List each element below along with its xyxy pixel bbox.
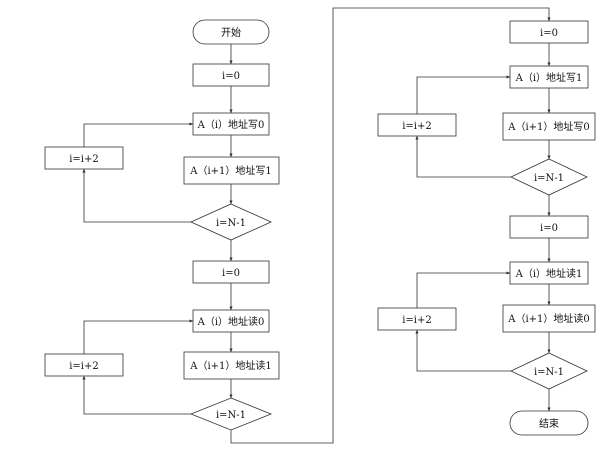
write-a-i-1-box: A（i）地址写1 <box>509 65 589 89</box>
decision-label-2: i=N-1 <box>216 410 246 421</box>
read-a-i-1-label: A（i）地址读1 <box>515 267 583 280</box>
init-box-1: i=0 <box>192 63 270 87</box>
increment-box-3: i=i+2 <box>377 113 457 137</box>
decision-label-1: i=N-1 <box>216 218 246 229</box>
init-label-3: i=0 <box>540 28 558 39</box>
init-label-2: i=0 <box>222 268 240 279</box>
end-node: 结束 <box>509 410 589 436</box>
start-label: 开始 <box>221 26 241 39</box>
increment-label-4: i=i+2 <box>402 315 432 326</box>
read-a-i1-0-label: A（i+1）地址读0 <box>507 312 590 325</box>
start-node: 开始 <box>192 19 270 45</box>
read-a-i1-1-box: A（i+1）地址读1 <box>183 351 280 380</box>
read-a-i-1-box: A（i）地址读1 <box>509 261 589 285</box>
decision-diamond-2: i=N-1 <box>189 397 273 431</box>
decision-diamond-3: i=N-1 <box>510 158 588 196</box>
init-box-4: i=0 <box>509 215 589 239</box>
read-a-i-0-box: A（i）地址读0 <box>192 309 270 333</box>
init-label-1: i=0 <box>222 71 240 82</box>
decision-diamond-4: i=N-1 <box>510 352 588 390</box>
write-a-i-0-box: A（i）地址写0 <box>192 112 270 136</box>
increment-box-4: i=i+2 <box>377 307 457 331</box>
increment-label-1: i=i+2 <box>69 154 99 165</box>
write-a-i1-1-box: A（i+1）地址写1 <box>183 156 280 185</box>
init-box-3: i=0 <box>509 20 589 44</box>
decision-label-4: i=N-1 <box>534 367 564 378</box>
decision-diamond-1: i=N-1 <box>190 203 272 241</box>
write-a-i1-0-label: A（i+1）地址写0 <box>507 120 590 133</box>
init-label-4: i=0 <box>540 223 558 234</box>
write-a-i1-0-box: A（i+1）地址写0 <box>502 112 596 141</box>
write-a-i-0-label: A（i）地址写0 <box>197 118 265 131</box>
increment-box-2: i=i+2 <box>44 353 124 377</box>
left-column-connectors <box>82 7 551 444</box>
decision-label-3: i=N-1 <box>534 173 564 184</box>
increment-label-3: i=i+2 <box>402 121 432 132</box>
read-a-i1-0-box: A（i+1）地址读0 <box>502 304 596 333</box>
right-column-connectors <box>415 43 551 412</box>
increment-box-1: i=i+2 <box>44 146 124 170</box>
read-a-i1-1-label: A（i+1）地址读1 <box>189 359 272 372</box>
read-a-i-0-label: A（i）地址读0 <box>197 315 265 328</box>
increment-label-2: i=i+2 <box>69 361 99 372</box>
init-box-2: i=0 <box>192 260 270 284</box>
write-a-i1-1-label: A（i+1）地址写1 <box>189 164 272 177</box>
end-label: 结束 <box>539 417 559 430</box>
write-a-i-1-label: A（i）地址写1 <box>515 71 583 84</box>
